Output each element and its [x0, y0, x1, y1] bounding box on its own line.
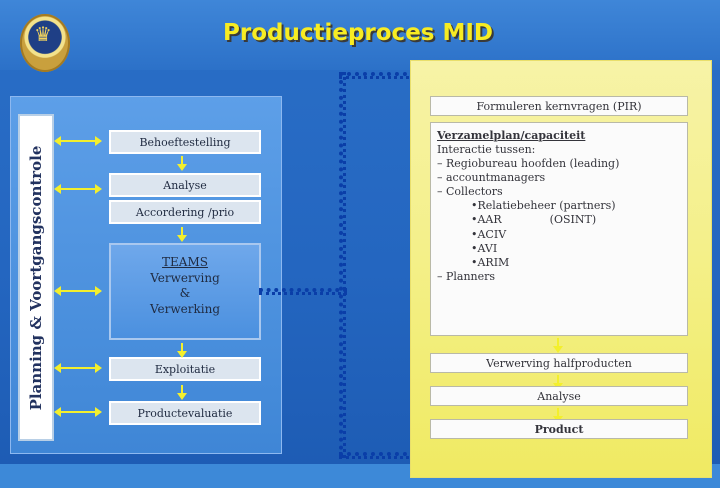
step-label: Productevaluatie [137, 406, 233, 420]
plan-line: – Regiobureau hoofden (leading) [437, 157, 620, 171]
plan-line: •ARIM [471, 255, 510, 269]
half-products-box: Verwerving halfproducten [430, 353, 688, 373]
teams-line-3: Verwerking [149, 301, 221, 316]
control-connector [54, 407, 102, 417]
plan-osint: (OSINT) [549, 213, 597, 227]
plan-line-aar: •AAR (OSINT) [437, 213, 681, 227]
planning-label-box: Planning & Voortgangscontrole [18, 114, 54, 441]
arrow-down [177, 343, 187, 358]
arrow-down [177, 385, 187, 400]
crown-icon: ♛ [34, 22, 52, 46]
plan-line: Interactie tussen: [437, 143, 536, 157]
arrow-down [553, 375, 563, 390]
product-box: Product [430, 419, 688, 439]
collection-plan-box: Verzamelplan/capaciteit Interactie tusse… [430, 122, 688, 336]
plan-line: •AVI [471, 241, 498, 255]
plan-title: Verzamelplan/capaciteit [437, 129, 586, 142]
analysis-label: Analyse [537, 389, 581, 403]
step-productevaluatie: Productevaluatie [109, 401, 261, 425]
arrow-down [177, 227, 187, 242]
arrow-down [553, 338, 563, 353]
control-connector [54, 363, 102, 373]
dotted-connector-bottom [339, 452, 415, 459]
step-label: Analyse [163, 178, 207, 192]
plan-line: •Relatiebeheer (partners) [471, 199, 616, 213]
royal-crest-icon [20, 14, 70, 72]
plan-aar: •AAR [471, 213, 502, 227]
teams-line-1: Verwerving [150, 270, 220, 285]
step-analyse: Analyse [109, 173, 261, 197]
plan-line: – Collectors [437, 185, 503, 199]
half-products-label: Verwerving halfproducten [486, 356, 632, 370]
dotted-connector-middle [259, 288, 347, 295]
teams-box: TEAMS Verwerving & Verwerking [109, 243, 261, 340]
control-connector [54, 136, 102, 146]
control-connector [54, 184, 102, 194]
plan-line: – Planners [437, 269, 496, 283]
plan-line: – accountmanagers [437, 171, 546, 185]
planning-label: Planning & Voortgangscontrole [27, 145, 45, 410]
pir-label: Formuleren kernvragen (PIR) [476, 99, 642, 113]
teams-line-2: & [179, 286, 191, 301]
step-exploitatie: Exploitatie [109, 357, 261, 381]
arrow-down [177, 156, 187, 171]
step-label: Accordering /prio [135, 205, 235, 219]
step-behoeftestelling: Behoeftestelling [109, 130, 261, 154]
analysis-box: Analyse [430, 386, 688, 406]
step-label: Exploitatie [154, 362, 216, 376]
arrow-down [553, 408, 563, 423]
top-band [0, 0, 720, 70]
step-label: Behoeftestelling [139, 135, 231, 149]
plan-line: •ACIV [471, 227, 507, 241]
slide-title: Productieproces MID [223, 20, 494, 46]
pir-box: Formuleren kernvragen (PIR) [430, 96, 688, 116]
product-label: Product [534, 422, 584, 436]
control-connector [54, 286, 102, 296]
dotted-connector-top [339, 72, 415, 79]
step-accordering: Accordering /prio [109, 200, 261, 224]
dotted-connector-vertical [339, 72, 346, 458]
teams-title: TEAMS [162, 255, 208, 269]
